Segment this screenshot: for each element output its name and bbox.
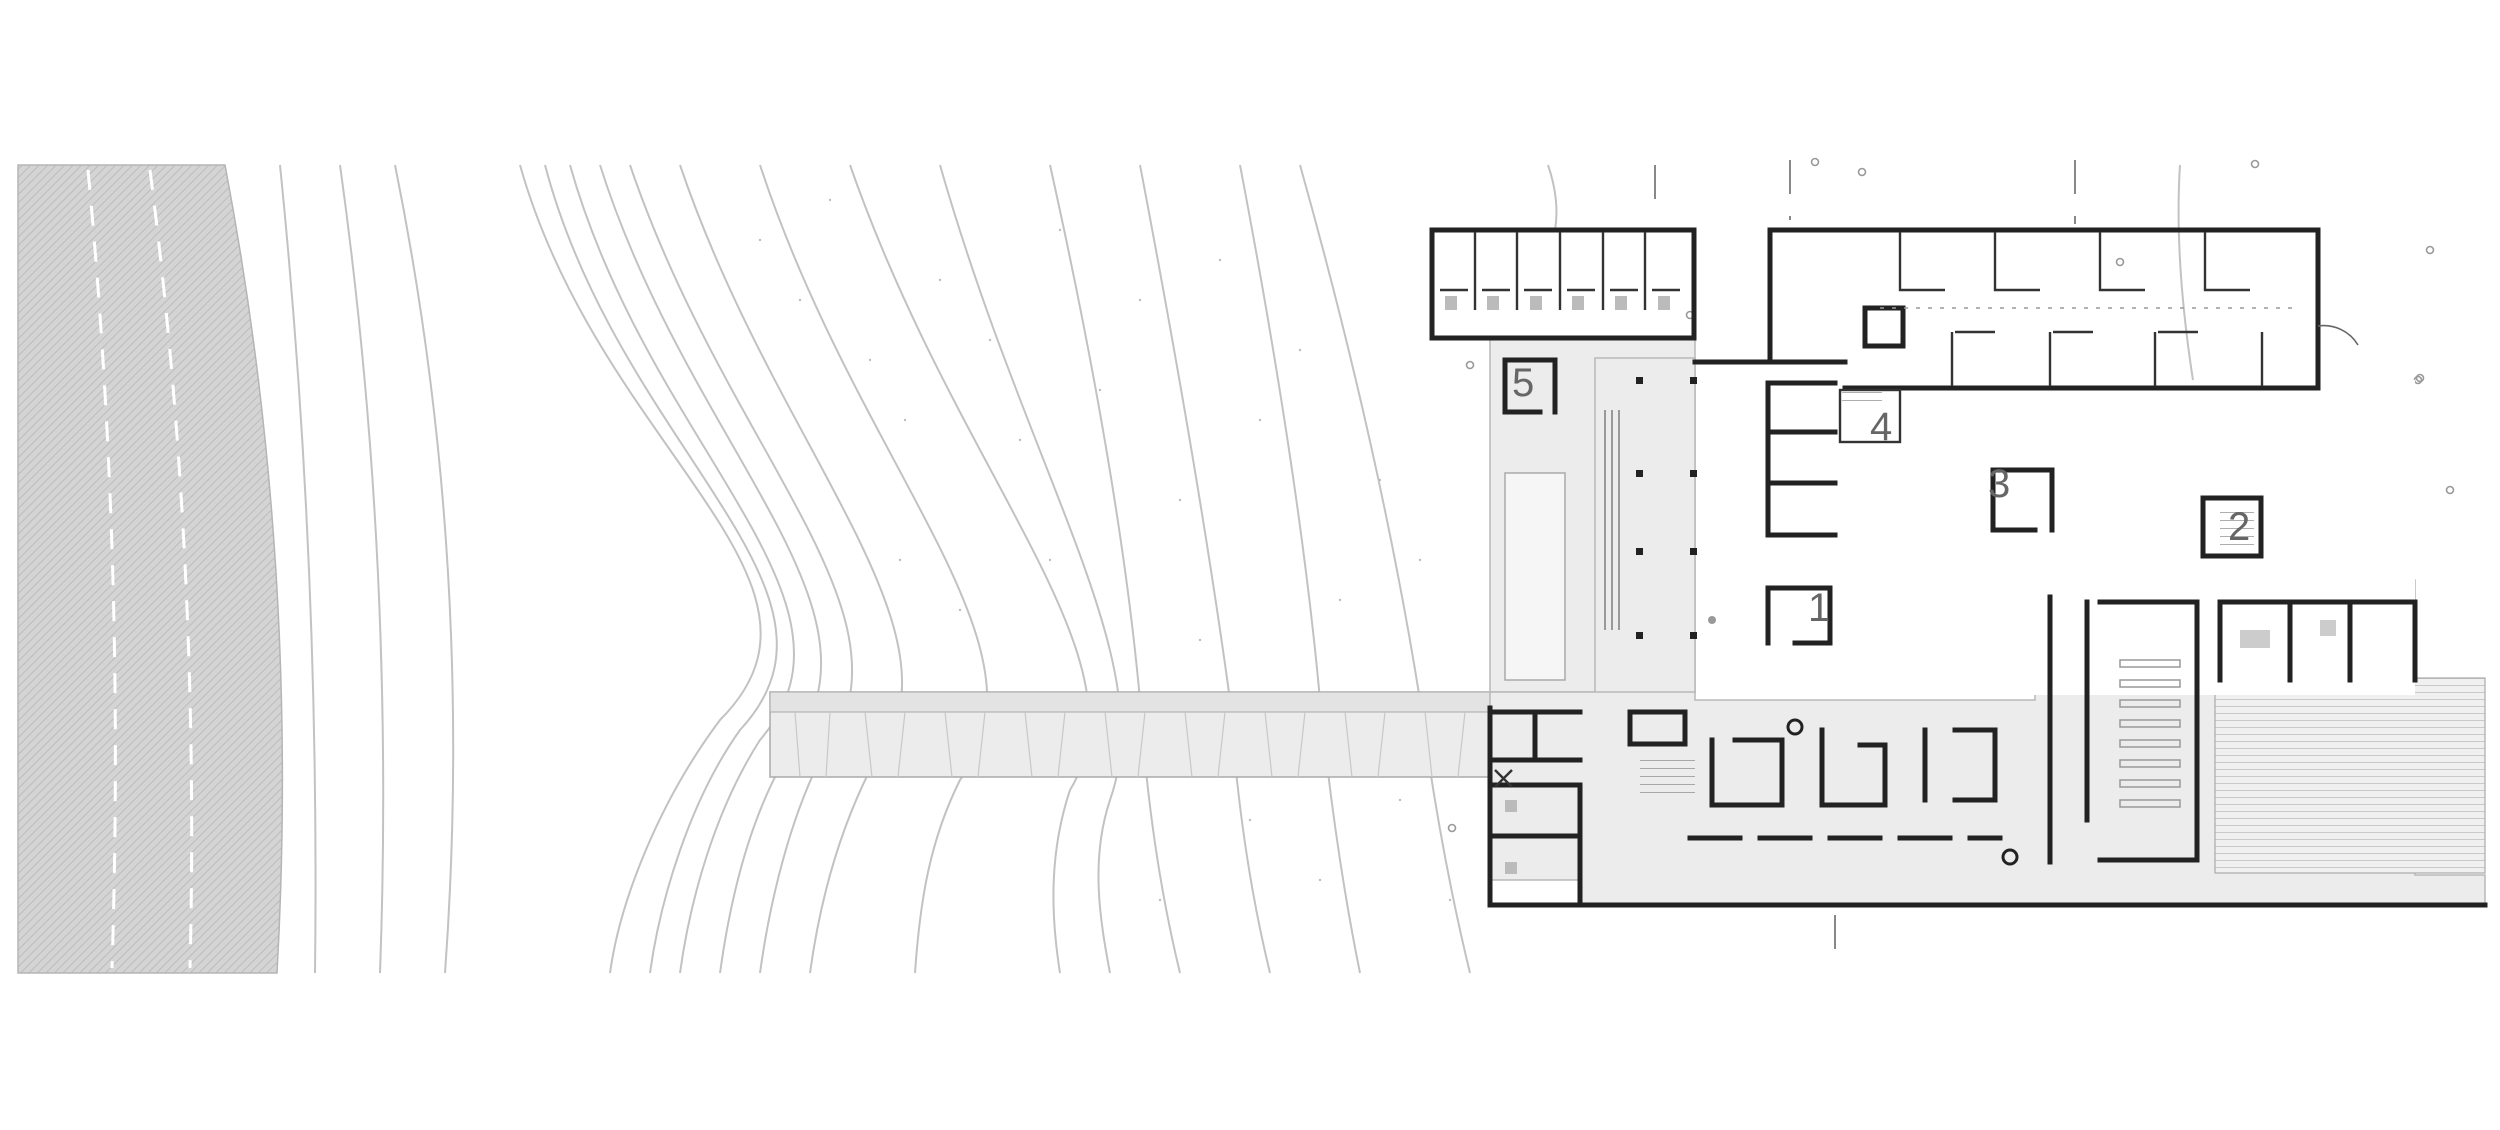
room-label-3: 3 [1988,462,2010,506]
contour-line [939,164,1123,974]
rooms-central [1687,718,2019,866]
contour-line [849,164,1091,974]
pavilions: 1 2 3 4 5 [1502,357,2264,646]
central-corridor [1594,357,1696,694]
guest-wing-west [1429,227,1773,365]
auditorium [2047,594,2200,865]
contour-line [679,164,904,974]
south-block [1487,594,2488,908]
room-label-2: 2 [2228,505,2250,549]
room-label-5: 5 [1512,361,1534,405]
lawn-west [1504,472,1566,681]
boardwalk-bridge [769,691,1611,778]
contour-line [1049,164,1181,974]
guest-wing-east-outline [1767,227,2321,391]
guest-wing-east [1767,227,2359,391]
road [17,164,284,974]
contour-line [569,164,795,974]
contour-line [1547,164,1558,231]
contour-line [394,164,455,974]
pavilion-long [1765,380,1838,538]
structural-columns [1604,377,1716,639]
pavilion-3: 3 [1988,462,2055,533]
guest-wing-west-outline [1429,227,1697,341]
pavilion-2: 2 [2200,495,2264,559]
contour-line [279,164,317,974]
road-lane-marking-1 [86,169,117,969]
guest-room-row [1440,232,1680,310]
seating-rows [2119,659,2181,808]
service-rooms-west [1487,709,1583,908]
contour-line [1299,164,1471,974]
pavilion-1: 1 [1765,585,1833,646]
pavilion-4: 4 [1838,388,1902,449]
room-label-4: 4 [1870,405,1892,449]
contour-line [519,164,762,974]
room-label-1: 1 [1808,586,1830,630]
road-surface [17,164,284,974]
contour-line [629,164,854,974]
pavilion-5: 5 [1502,357,1558,415]
guest-room-row [1880,232,2300,386]
stair-core [1627,709,1695,794]
boardwalk-rail [769,691,1611,713]
south-block-outline [1487,705,2488,908]
contour-line [339,164,385,974]
rooms-east [2217,599,2418,683]
road-lane-marking-2 [148,169,194,969]
contour-line [759,164,989,974]
contour-line [599,164,822,974]
contour-line [1139,164,1271,974]
deck [2214,677,2486,874]
contour-line [1239,164,1361,974]
contour-line [544,164,778,974]
